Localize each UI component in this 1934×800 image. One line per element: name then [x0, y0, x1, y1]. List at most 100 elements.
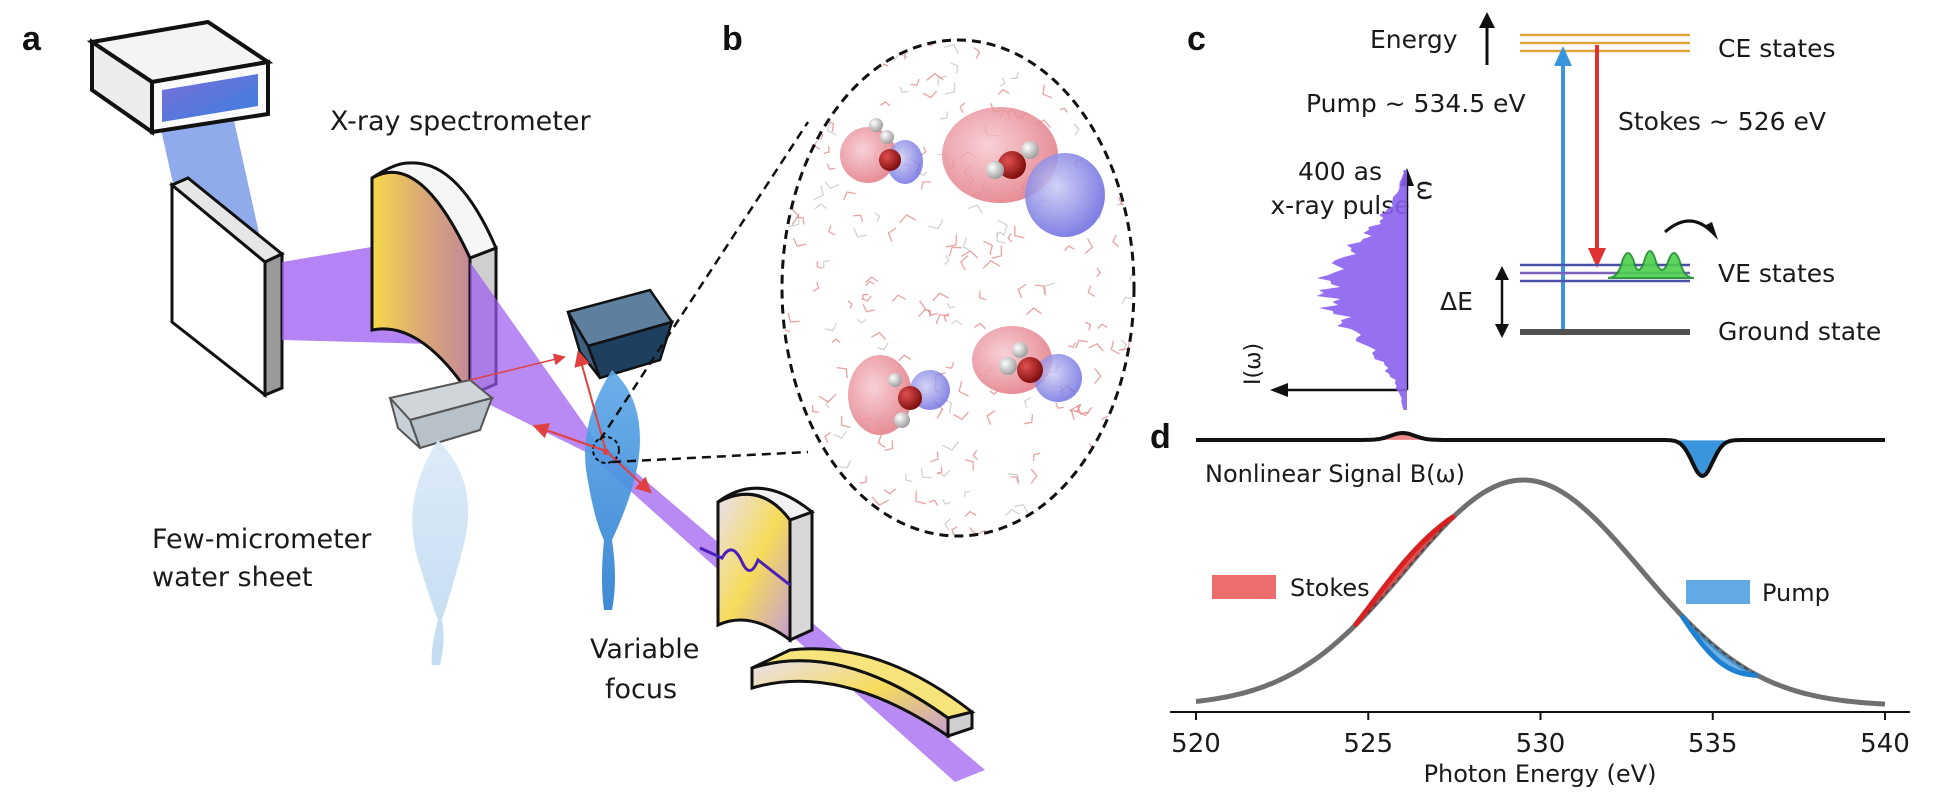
grating-block [169, 176, 285, 399]
nonlinear-signal-label: Nonlinear Signal B(ω) [1205, 460, 1465, 488]
liquid-molecule [950, 319, 962, 326]
liquid-molecule [811, 404, 820, 414]
liquid-molecule [1106, 134, 1116, 149]
liquid-molecule [826, 120, 838, 136]
liquid-molecule [876, 342, 889, 351]
liquid-molecule [899, 86, 909, 94]
liquid-molecule [964, 459, 974, 471]
liquid-molecule [842, 60, 854, 76]
water-molecule [942, 107, 1105, 237]
liquid-molecule [1137, 251, 1145, 262]
liquid-molecule [826, 163, 836, 170]
liquid-molecule [932, 292, 949, 302]
liquid-molecule [928, 499, 939, 506]
liquid-molecule [948, 246, 962, 257]
liquid-molecule [942, 441, 960, 451]
liquid-molecule [837, 519, 850, 533]
liquid-molecule [818, 393, 837, 403]
liquid-molecule [962, 237, 973, 253]
liquid-molecule [1127, 436, 1134, 446]
liquid-molecule [1081, 54, 1097, 66]
legend-swatch-stokes [1212, 575, 1276, 599]
water-molecule [848, 355, 950, 435]
energy-label: Energy [1370, 25, 1458, 54]
liquid-molecule [1085, 475, 1095, 491]
liquid-molecule [813, 184, 824, 201]
liquid-molecule [880, 100, 891, 107]
liquid-molecule [891, 294, 906, 303]
liquid-molecule [1070, 403, 1081, 421]
liquid-molecule [1027, 46, 1039, 53]
liquid-molecule [967, 204, 983, 214]
liquid-molecule [946, 302, 956, 309]
energy-level-diagram: Energy CE states Pump ~ 534.5 eV Stokes … [1241, 12, 1881, 410]
stokes-reference-dash [1353, 515, 1456, 627]
liquid-molecule [1012, 43, 1022, 50]
liquid-molecule [785, 108, 799, 118]
liquid-molecule [1097, 323, 1108, 329]
liquid-molecule [1042, 84, 1053, 99]
liquid-molecule [1073, 123, 1080, 136]
liquid-molecule [1014, 225, 1025, 239]
liquid-molecule [997, 88, 1010, 96]
liquid-molecule [856, 318, 867, 324]
liquid-molecule [862, 304, 875, 313]
liquid-molecule [1023, 414, 1034, 425]
molecular-zoom [780, 38, 1145, 544]
liquid-molecule [944, 254, 950, 265]
liquid-molecule [871, 331, 887, 340]
spectrometer-label: X-ray spectrometer [330, 106, 591, 137]
liquid-molecule [951, 526, 958, 536]
liquid-molecule [827, 40, 839, 50]
liquid-molecule [936, 466, 943, 475]
pump-line [1679, 614, 1758, 678]
liquid-molecule [835, 526, 843, 536]
liquid-molecule [945, 362, 955, 369]
liquid-molecule [782, 205, 790, 211]
liquid-molecule [884, 440, 894, 452]
liquid-molecule [884, 539, 891, 544]
liquid-molecule [836, 57, 846, 63]
liquid-molecule [922, 90, 938, 99]
liquid-molecule [995, 231, 1006, 237]
liquid-molecule [802, 111, 815, 118]
liquid-molecule [1004, 508, 1020, 517]
setup-illustration: X-ray spectrometer Few-micrometer water … [86, 19, 985, 782]
liquid-molecule [1075, 406, 1093, 417]
liquid-molecule [833, 430, 848, 439]
liquid-molecule [920, 467, 933, 479]
omega-label: ω [1412, 180, 1441, 201]
liquid-molecule [944, 82, 956, 95]
liquid-molecule [865, 280, 875, 287]
liquid-molecule [856, 506, 863, 519]
liquid-molecule [874, 212, 881, 222]
liquid-molecule [1095, 57, 1106, 65]
nonlinear-signal-line [1196, 430, 1885, 479]
liquid-molecule [782, 190, 792, 196]
legend-label-pump: Pump [1762, 579, 1830, 607]
liquid-molecule [1100, 439, 1114, 447]
liquid-molecule [918, 171, 928, 177]
liquid-molecule [1091, 103, 1103, 110]
liquid-molecule [861, 293, 869, 300]
liquid-molecule [939, 111, 949, 120]
liquid-molecule [1010, 71, 1019, 79]
liquid-molecule [1030, 468, 1038, 484]
liquid-molecule [836, 366, 848, 379]
stokes-line [1352, 513, 1456, 628]
x-tick-label: 520 [1171, 729, 1221, 759]
x-tick-label: 525 [1343, 729, 1393, 759]
liquid-molecule [1067, 342, 1077, 348]
liquid-molecule [997, 219, 1008, 236]
legend-swatch-pump [1686, 580, 1750, 604]
liquid-molecule [853, 227, 867, 238]
panel-label-c: c [1187, 20, 1206, 58]
liquid-molecule [816, 261, 823, 269]
water-molecule [840, 118, 923, 184]
water-sheet-pale [412, 440, 469, 665]
liquid-molecule [1112, 234, 1120, 248]
liquid-molecule [1116, 417, 1129, 424]
panel-label-b: b [722, 20, 743, 58]
